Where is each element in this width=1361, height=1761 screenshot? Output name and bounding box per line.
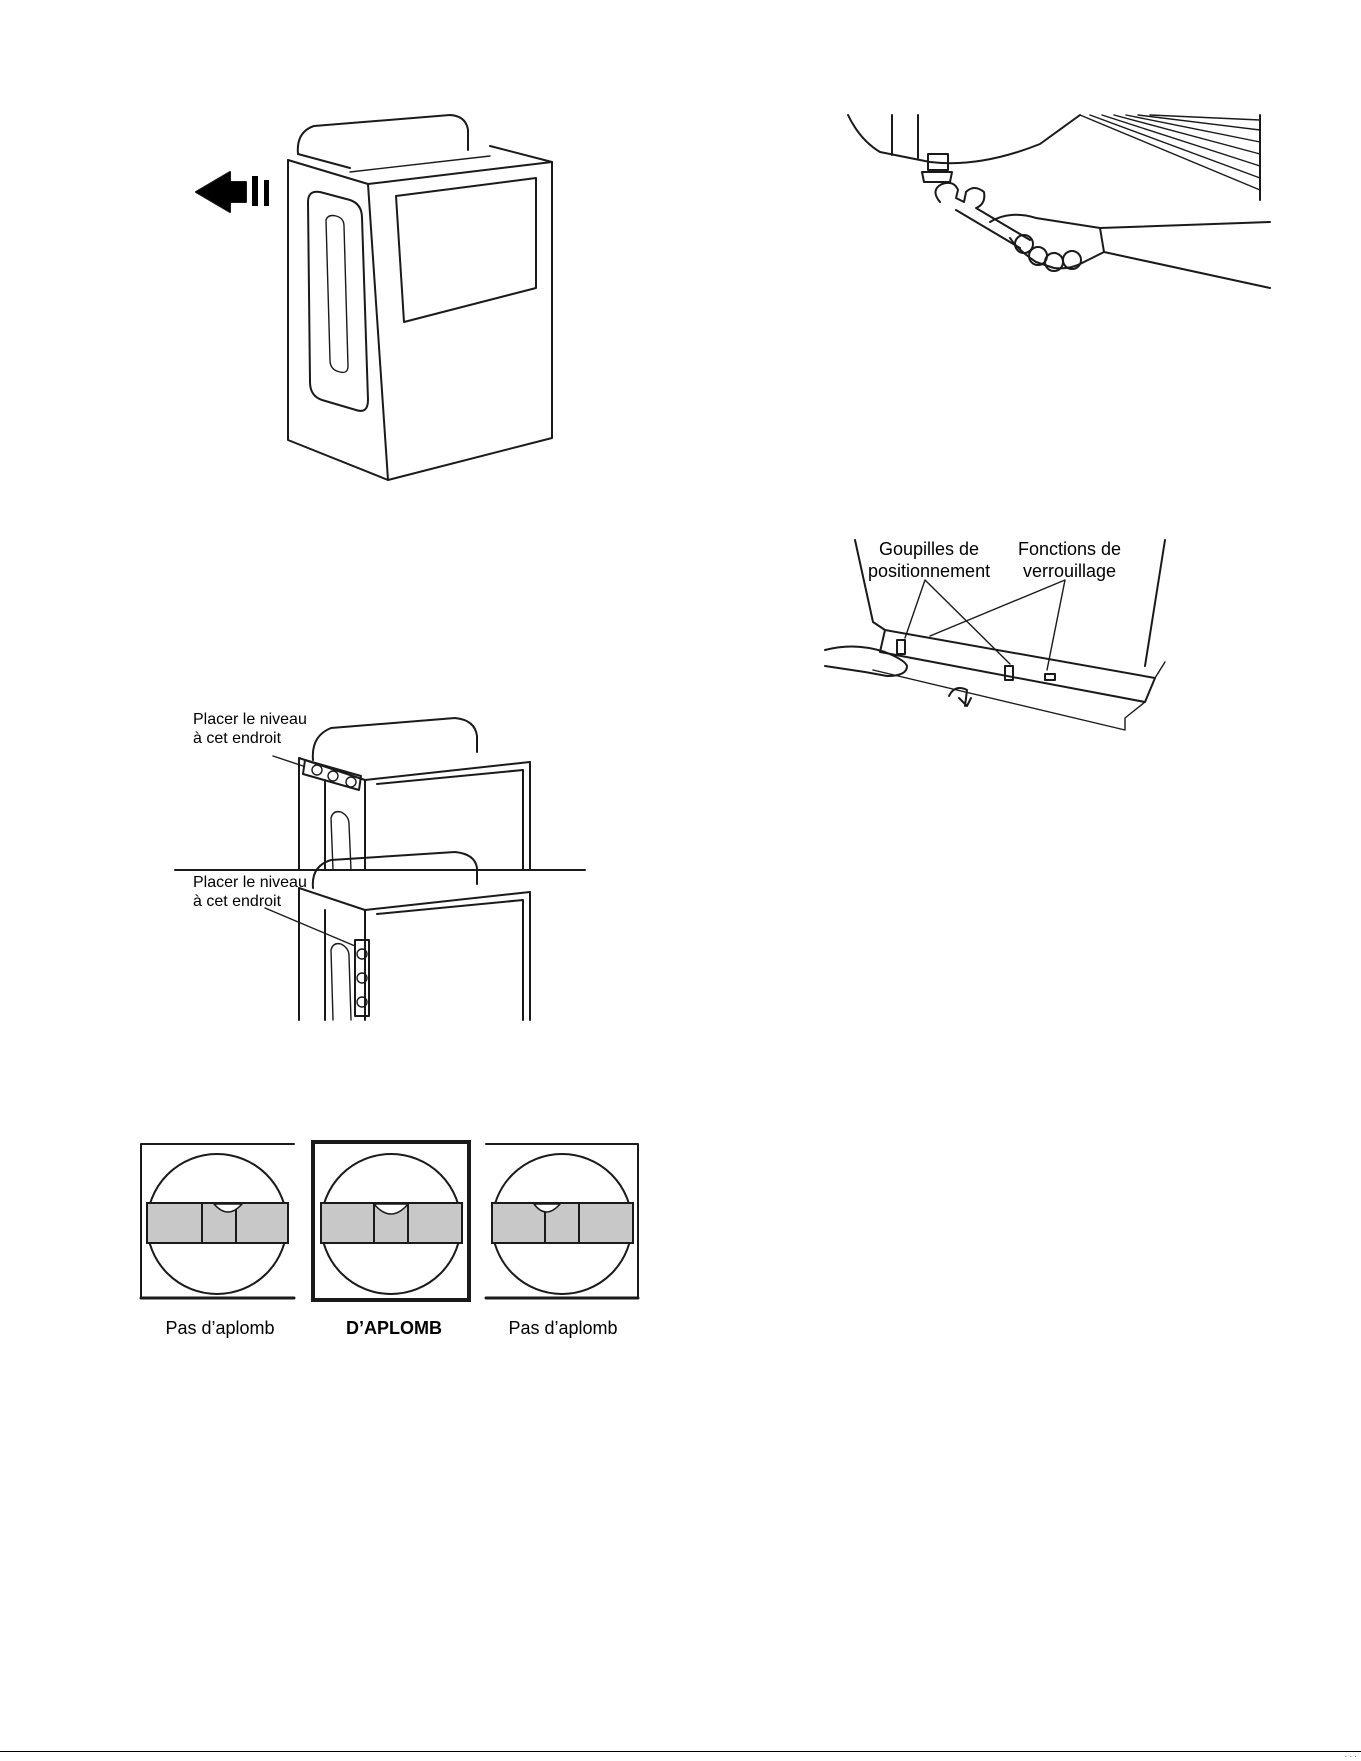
level-placement-figure [165,700,605,1030]
level-panel-not-plumb-2 [486,1144,638,1298]
leveling-foot-wrench-figure [840,110,1270,320]
footer-mark: · · · [1345,1752,1357,1761]
page-bottom-rule [0,1751,1361,1752]
level-panel-not-plumb-1 [141,1144,294,1298]
level-caption-1: Pas d’aplomb [160,1318,280,1339]
locks-label: Fonctions de verrouillage [1018,538,1121,582]
level-state-figure [138,1138,648,1308]
level-caption-3: Pas d’aplomb [503,1318,623,1339]
pins-label: Goupilles de positionnement [868,538,990,582]
level-caption-2: D’APLOMB [334,1318,454,1339]
level-label-bottom: Placer le niveau à cet endroit [193,873,307,911]
level-label-top: Placer le niveau à cet endroit [193,710,307,748]
level-panel-plumb [313,1142,469,1300]
dryer-move-figure [190,110,570,460]
